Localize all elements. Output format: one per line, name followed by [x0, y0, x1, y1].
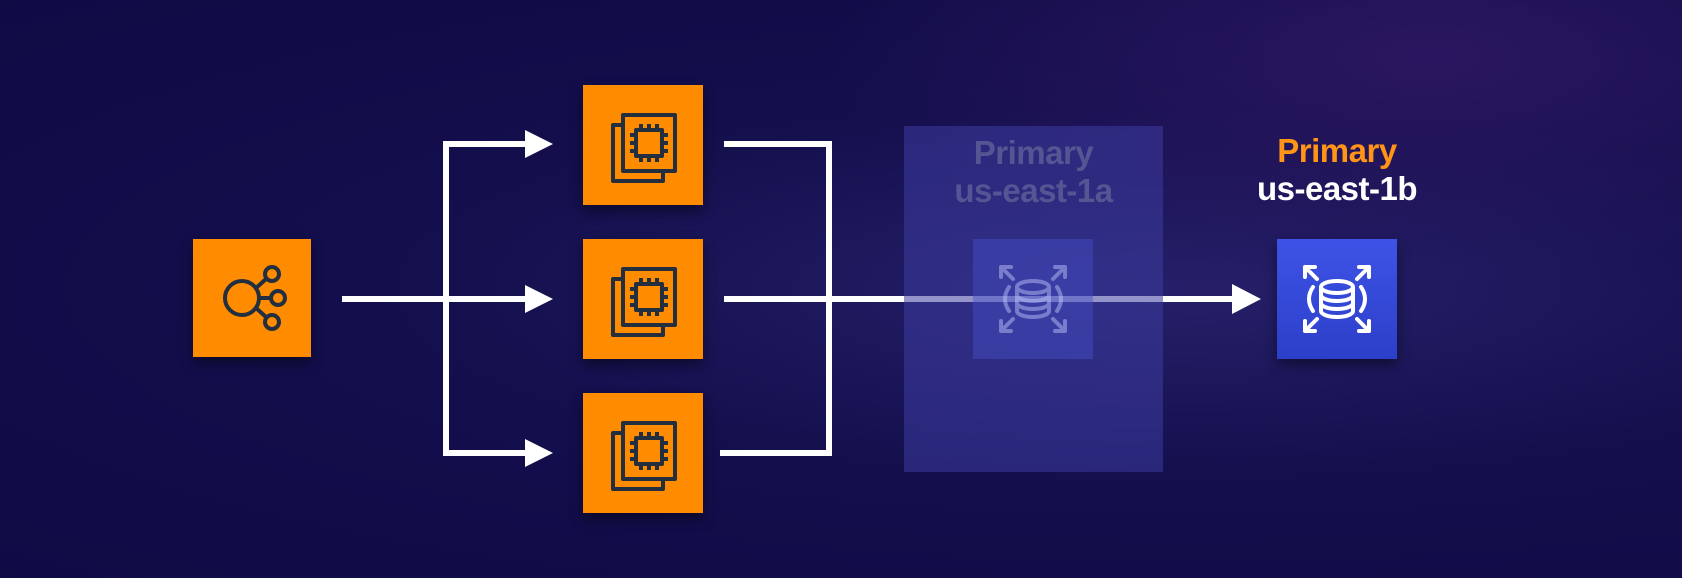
- load-balancer-tile: [193, 239, 311, 357]
- active-database-tile: [1277, 239, 1397, 359]
- arrowhead-top: [525, 130, 553, 158]
- standby-zone-label: Primary us-east-1a: [904, 134, 1163, 210]
- active-role-label: Primary: [1277, 132, 1397, 169]
- arrowhead-bottom: [525, 439, 553, 467]
- standby-database-tile: [973, 239, 1093, 359]
- ec2-instance-icon: [611, 113, 677, 183]
- rds-database-icon: [999, 265, 1067, 333]
- ec2-instance-icon: [611, 267, 677, 337]
- arrowhead-middle: [525, 285, 553, 313]
- ec2-instance-tile-3: [583, 393, 703, 513]
- active-zone-label: Primary us-east-1b: [1217, 132, 1457, 208]
- rds-database-icon: [1303, 265, 1371, 333]
- arrowhead-db: [1232, 284, 1261, 314]
- standby-region-label: us-east-1a: [954, 172, 1113, 209]
- active-region-label: us-east-1b: [1256, 170, 1418, 207]
- standby-availability-zone-panel: [904, 126, 1163, 472]
- ec2-instance-tile-2: [583, 239, 703, 359]
- load-balancer-icon: [223, 265, 287, 331]
- standby-role-label: Primary: [973, 134, 1094, 171]
- lb-branch-bracket: [443, 141, 527, 456]
- ec2-instance-icon: [611, 421, 677, 491]
- ec2-instance-tile-1: [583, 85, 703, 205]
